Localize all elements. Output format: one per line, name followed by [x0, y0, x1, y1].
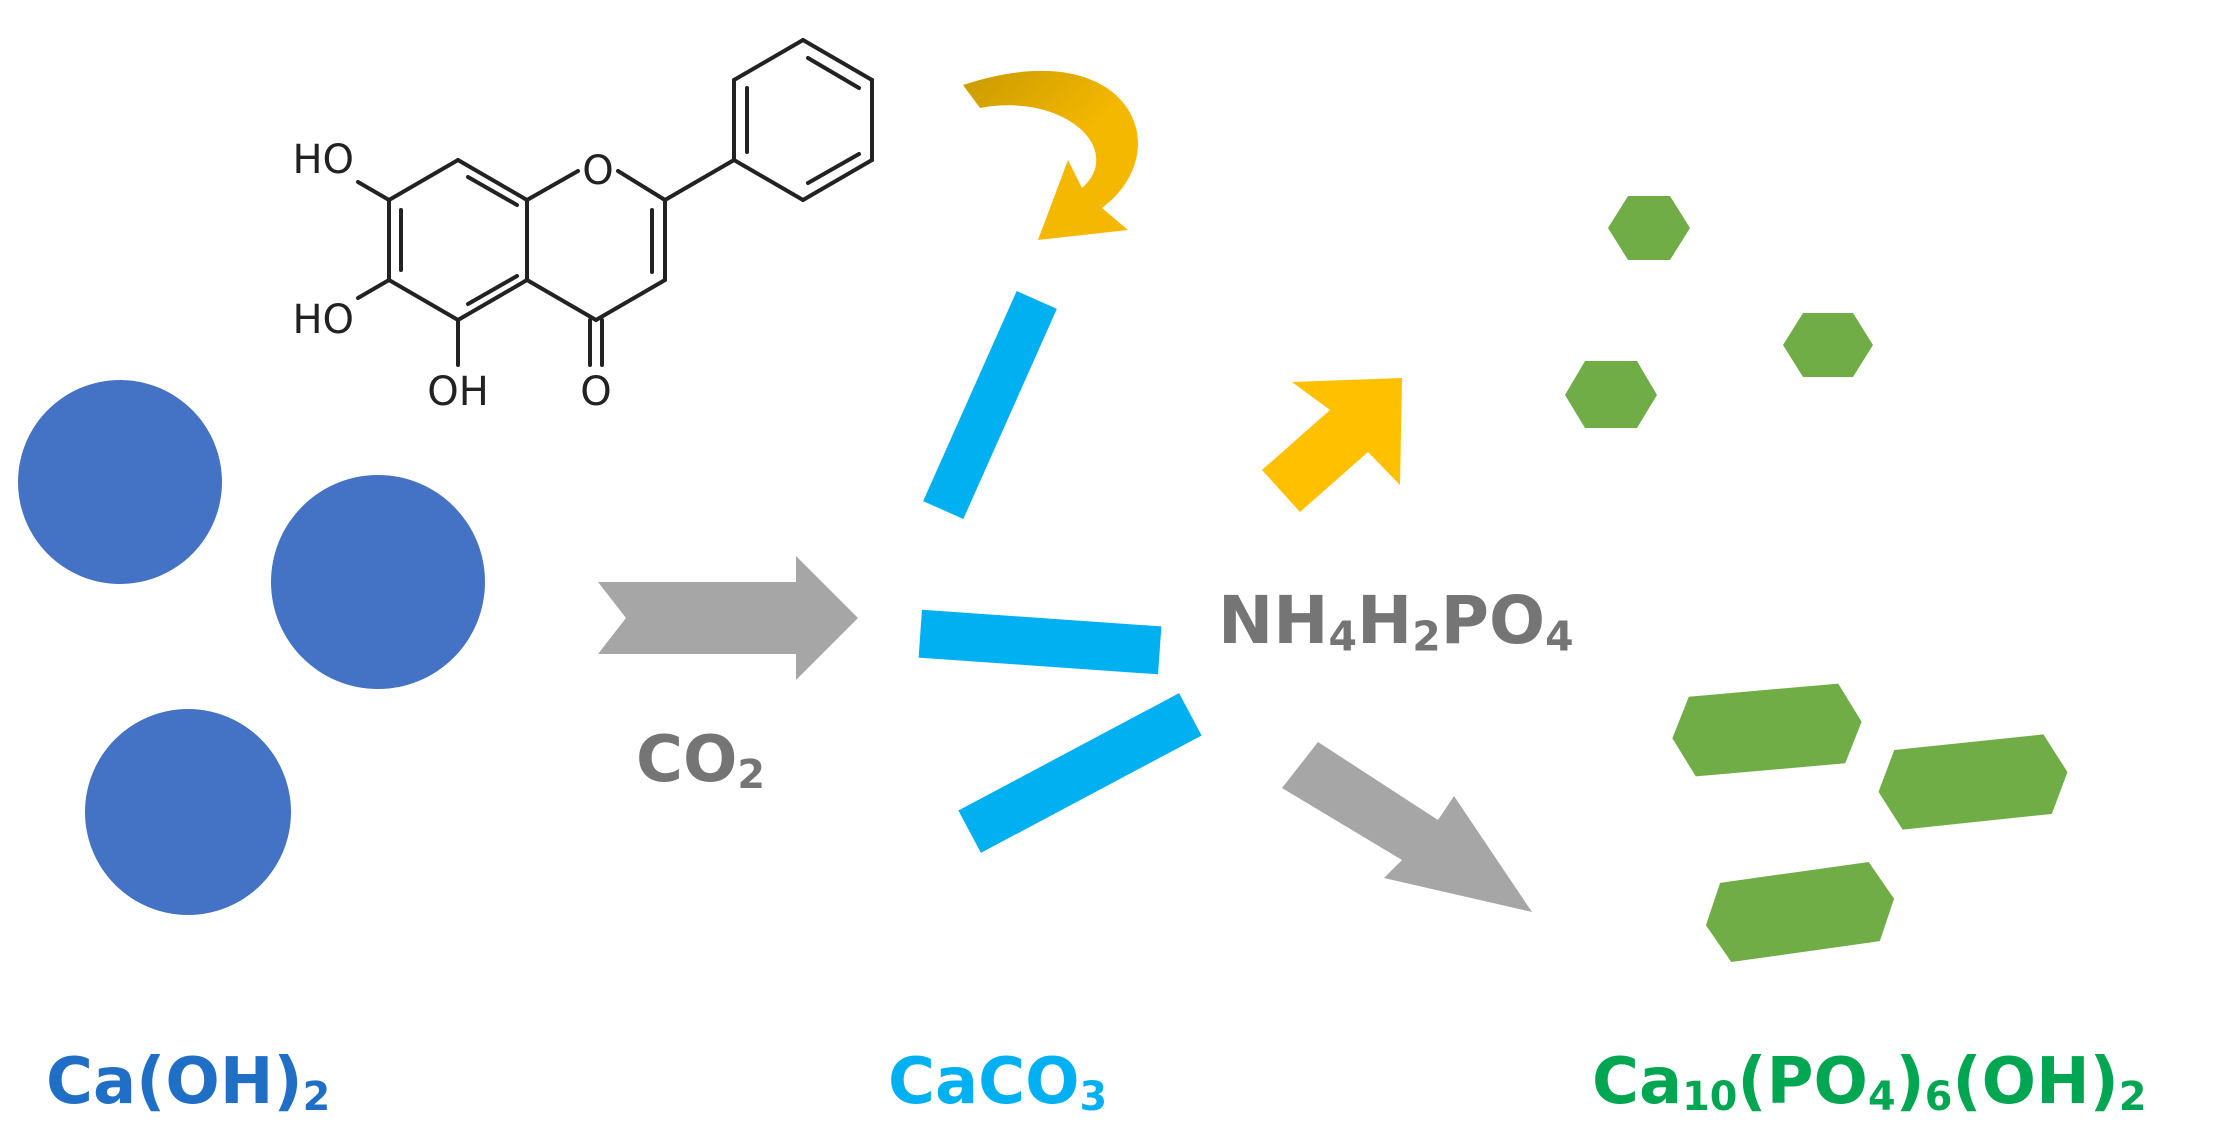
caoh2-particle-3	[85, 709, 291, 915]
molecule-oh-bottom: OH	[427, 369, 489, 415]
label-ca-oh-2: Ca(OH)2	[46, 1045, 331, 1121]
hap-crystal-2	[1878, 734, 2068, 830]
molecule-atom-o-carbonyl: O	[580, 369, 611, 415]
hap-particle-small-2	[1783, 313, 1873, 377]
flavonoid-structure	[356, 38, 874, 367]
hap-crystal-3	[1705, 861, 1895, 963]
hap-particle-small-3	[1565, 361, 1657, 428]
hap-particle-small-1	[1608, 196, 1690, 260]
molecule-ho-top: HO	[292, 137, 354, 183]
caco3-rod-3	[958, 693, 1202, 853]
chevron-arrow-icon	[598, 556, 858, 680]
label-hydroxyapatite: Ca10(PO4)6(OH)2	[1592, 1045, 2147, 1121]
hap-crystal-1	[1672, 683, 1862, 777]
label-nh4h2po4: NH4H2PO4	[1218, 582, 1574, 661]
diagonal-arrow-icon	[1262, 378, 1402, 512]
caco3-rod-2	[918, 609, 1162, 675]
diagonal-arrow-icon	[1282, 742, 1532, 912]
label-caco3: CaCO3	[888, 1045, 1108, 1121]
molecule-ho-mid: HO	[292, 297, 354, 343]
caoh2-particle-2	[271, 475, 485, 689]
curved-arrow-icon	[963, 70, 1138, 240]
caoh2-particle-1	[18, 380, 222, 584]
molecule-atom-o-ring: O	[582, 148, 613, 194]
caco3-rod-1	[923, 290, 1057, 520]
label-co2: CO2	[636, 723, 765, 799]
